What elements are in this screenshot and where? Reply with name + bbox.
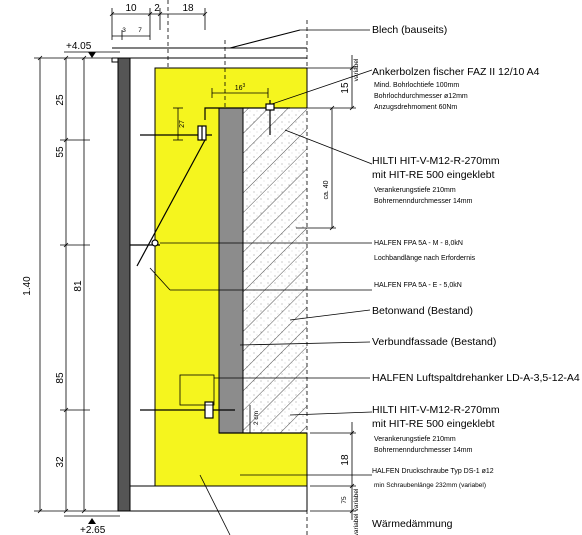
label-anker-l1: Mind. Bohrlochtiefe 100mm xyxy=(374,82,459,89)
bottom-anchor xyxy=(140,374,307,434)
dim-3: 3 xyxy=(122,27,126,34)
level-top: +4.05 xyxy=(66,41,92,52)
label-anker-l3: Anzugsdrehmoment 60Nm xyxy=(374,104,457,111)
label-druck-sub: min Schraubenlänge 232mm (variabel) xyxy=(374,482,486,489)
dim-16: 163 xyxy=(235,83,246,92)
level-bottom: +2.65 xyxy=(80,525,106,535)
top-dimensions xyxy=(109,8,208,40)
left-dimensions xyxy=(34,55,120,514)
label-waerme: Wärmedämmung xyxy=(372,518,453,530)
dim-25: 25 xyxy=(55,94,66,106)
concrete-wall xyxy=(218,107,244,434)
dim-18-right: 18 xyxy=(340,454,351,466)
dim-var-bottom: variabel xyxy=(353,513,360,535)
diagonal-tie xyxy=(130,139,206,267)
dim-18: 18 xyxy=(182,3,194,14)
label-verbund: Verbundfassade (Bestand) xyxy=(372,336,496,348)
label-hilti1-l2: Bohrernenndurchmesser 14mm xyxy=(374,198,473,205)
level-marker-bottom xyxy=(64,515,120,524)
top-bracket xyxy=(140,100,290,141)
dim-7: 7 xyxy=(138,27,142,34)
dim-total-140: 1.40 xyxy=(22,276,33,296)
label-halfen-m-sub: Lochbandlänge nach Erfordernis xyxy=(374,255,476,262)
dim-2: 2 xyxy=(154,3,160,14)
right-dimensions xyxy=(296,55,356,520)
label-anker-l2: Bohrlochdurchmesser ø12mm xyxy=(374,93,468,100)
dim-81: 81 xyxy=(73,280,84,292)
label-hilti2-l1: Verankerungstiefe 210mm xyxy=(374,436,456,443)
label-betonwand: Betonwand (Bestand) xyxy=(372,305,473,317)
dim-10: 10 xyxy=(125,3,137,14)
dim-55: 55 xyxy=(55,146,66,158)
dim-27: 27 xyxy=(179,120,186,128)
label-halfen-e: HALFEN FPA 5A - E - 5,0kN xyxy=(374,282,462,289)
label-hilti2-l2: Bohrernenndurchmesser 14mm xyxy=(374,447,473,454)
dim-85: 85 xyxy=(55,372,66,384)
leader-lines xyxy=(149,29,373,535)
facade-panel xyxy=(111,57,308,512)
dim-2cm: 2 cm xyxy=(253,411,260,425)
existing-wall-hatch xyxy=(243,108,307,433)
dim-15: 15 xyxy=(340,82,351,94)
dim-var-mid: variabel xyxy=(353,488,360,511)
label-luftspalt: HALFEN Luftspaltdrehanker LD-A-3,5-12-A4 xyxy=(372,372,580,384)
sheet-metal xyxy=(112,29,307,49)
label-blech: Blech (bauseits) xyxy=(372,24,447,36)
label-anker-title: Ankerbolzen fischer FAZ II 12/10 A4 xyxy=(372,66,540,78)
dim-ca40: ca. 40 xyxy=(323,180,330,199)
dim-32: 32 xyxy=(55,456,66,468)
dashed-outline xyxy=(167,0,308,535)
label-halfen-m: HALFEN FPA 5A - M - 8,0kN xyxy=(374,240,463,247)
label-hilti2-title: HILTI HIT-V-M12-R-270mm xyxy=(372,404,500,416)
label-hilti1-sub: mit HIT-RE 500 eingeklebt xyxy=(372,169,495,181)
dim-var-top: variabel xyxy=(353,58,360,81)
dim-75: 75 xyxy=(341,496,348,504)
label-hilti1-l1: Verankerungstiefe 210mm xyxy=(374,187,456,194)
label-druck-title: HALFEN Druckschraube Typ DS-1 ø12 xyxy=(372,468,494,475)
level-marker-top xyxy=(64,51,120,58)
label-hilti2-sub: mit HIT-RE 500 eingeklebt xyxy=(372,418,495,430)
inner-dimensions xyxy=(173,88,269,433)
label-hilti1-title: HILTI HIT-V-M12-R-270mm xyxy=(372,155,500,167)
